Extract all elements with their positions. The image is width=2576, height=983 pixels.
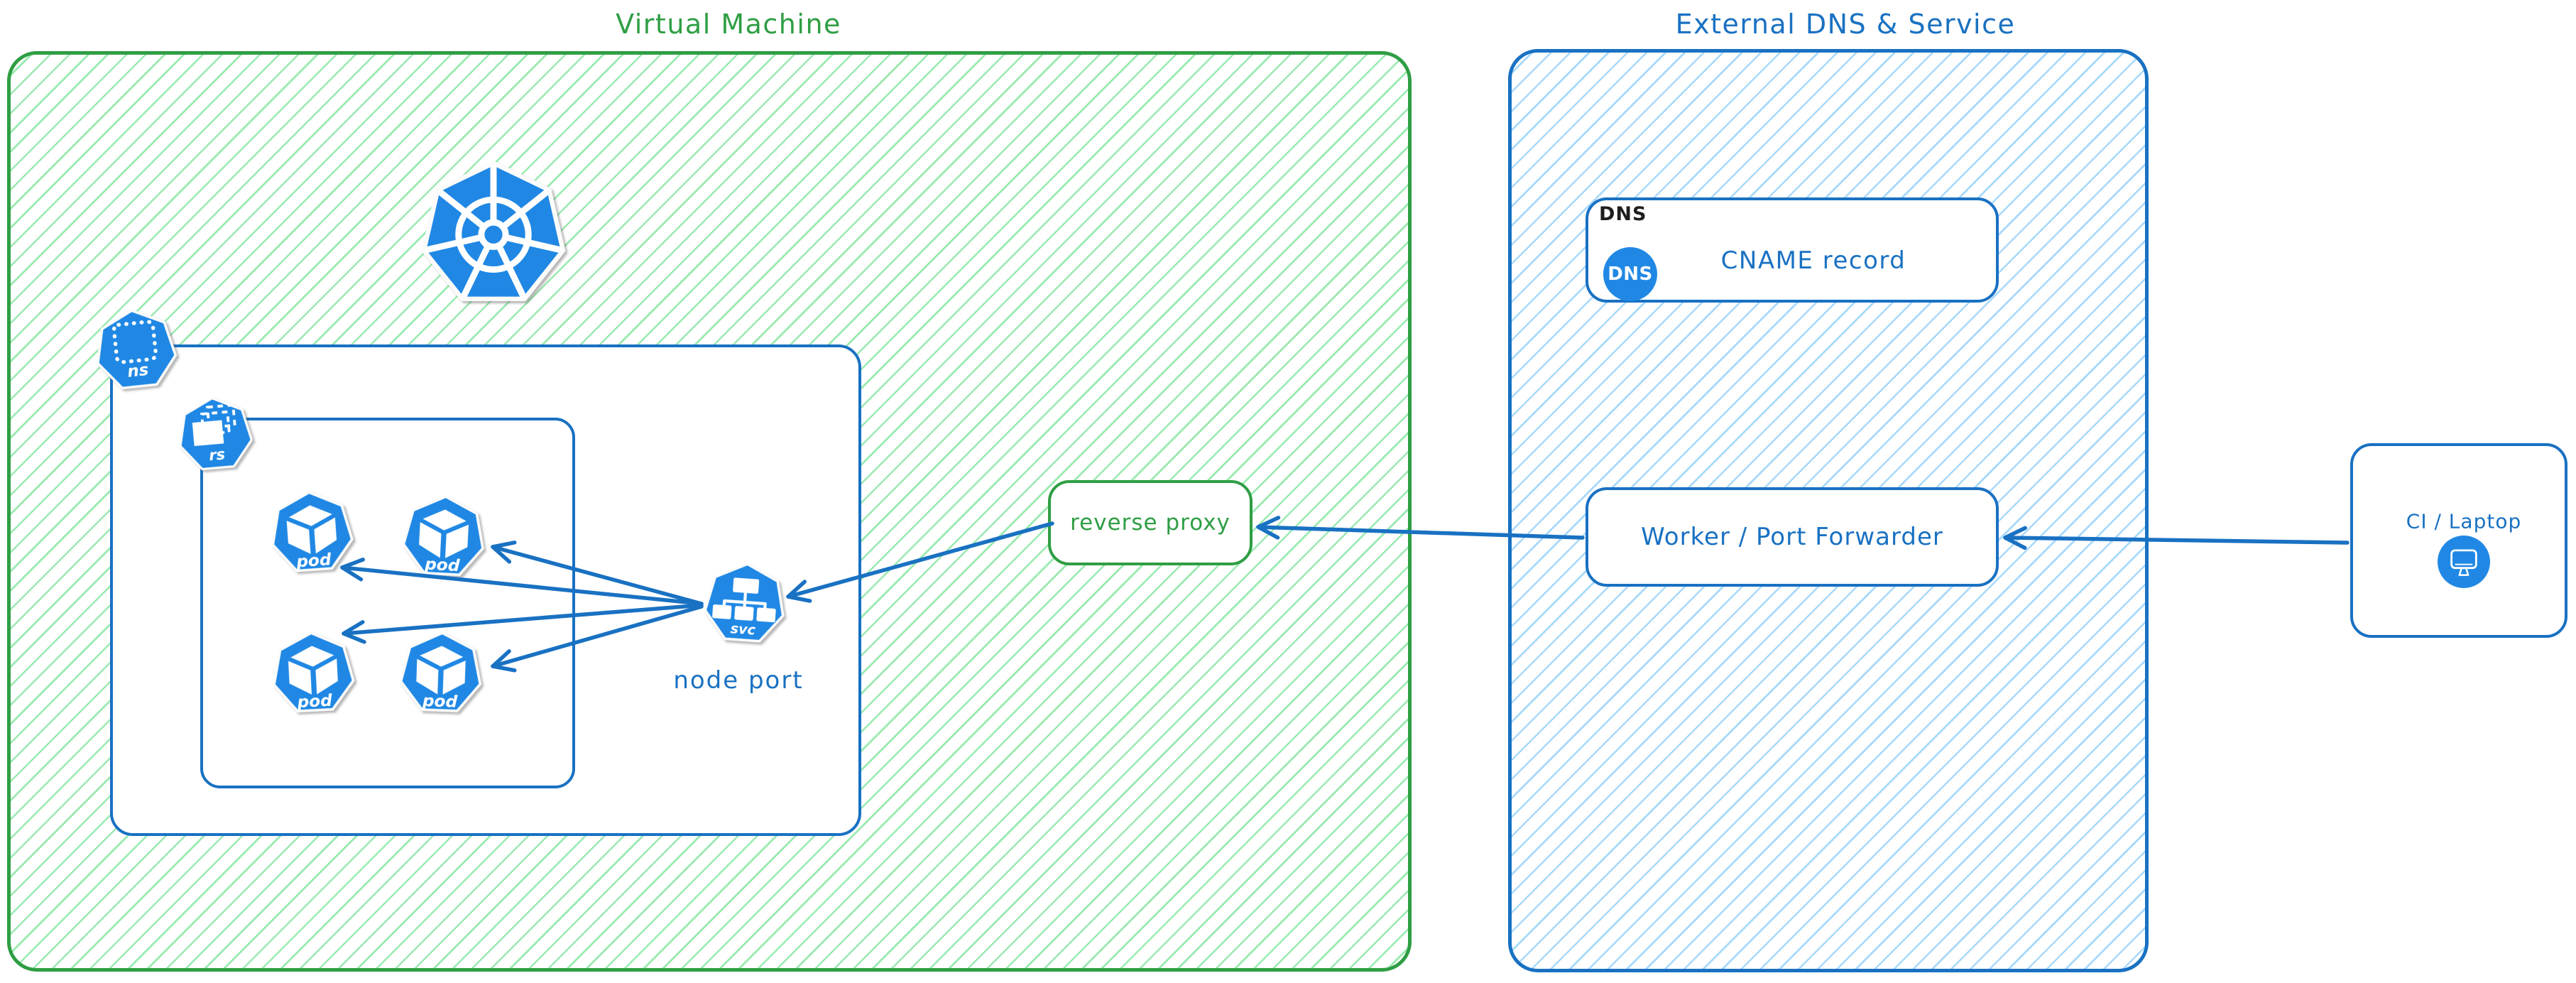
pod-icon: pod (273, 631, 355, 713)
pod-icon-label: pod (424, 554, 461, 575)
node-port-label: node port (673, 666, 804, 695)
replicaset-icon-label: rs (208, 445, 226, 464)
replicaset-icon: rs (179, 397, 253, 471)
worker-port-forwarder-box: Worker / Port Forwarder (1586, 487, 1999, 587)
dns-tag-label: DNS (1599, 203, 1647, 225)
reverse-proxy-box: reverse proxy (1048, 480, 1252, 565)
pod-icon: pod (271, 491, 354, 572)
worker-port-forwarder-label: Worker / Port Forwarder (1641, 523, 1943, 551)
dns-icon: DNS (1603, 247, 1657, 301)
pod-icon: pod (402, 495, 484, 577)
cname-record-label: CNAME record (1720, 246, 1906, 275)
pod-icon: pod (399, 631, 482, 712)
monitor-icon (2438, 536, 2490, 588)
ci-laptop-label: CI / Laptop (2406, 509, 2522, 533)
replicaset-box (200, 418, 575, 788)
pod-icon-label: pod (295, 550, 332, 571)
pod-icon-label: pod (422, 691, 458, 712)
monitor-icon-glyph (2450, 549, 2477, 576)
namespace-icon-label: ns (126, 361, 149, 381)
namespace-icon: ns (97, 309, 178, 390)
service-icon: svc (704, 563, 785, 643)
virtual-machine-title: Virtual Machine (616, 9, 841, 40)
dns-icon-label: DNS (1608, 264, 1653, 285)
service-icon-label: svc (730, 620, 756, 638)
kubernetes-logo-icon (421, 161, 566, 302)
external-dns-service-title: External DNS & Service (1675, 9, 2016, 40)
reverse-proxy-label: reverse proxy (1070, 510, 1230, 536)
pod-icon-label: pod (296, 690, 333, 712)
